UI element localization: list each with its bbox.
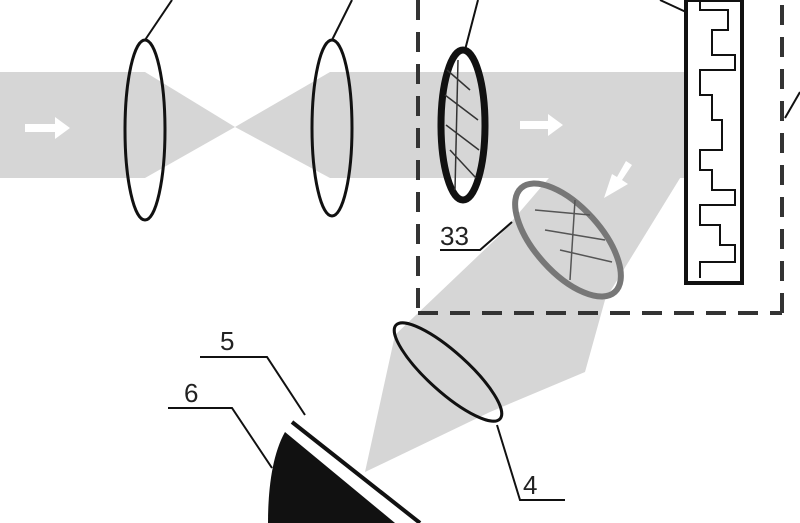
label-33: 33 xyxy=(440,221,469,251)
sample-surface-5 xyxy=(290,420,422,523)
enclosure-leader xyxy=(784,91,800,119)
dashed-enclosure xyxy=(416,0,784,315)
right-arrow-icon xyxy=(520,114,563,136)
light-beams xyxy=(0,72,685,472)
lens-two xyxy=(310,0,354,218)
label-4-leader xyxy=(496,424,565,501)
focusing-beam xyxy=(365,235,605,472)
label-5-leader xyxy=(200,356,306,416)
label-4: 4 xyxy=(523,470,537,500)
substrate-6 xyxy=(268,432,395,523)
right-arrow-icon xyxy=(25,117,70,139)
down-left-arrow-icon xyxy=(604,161,632,198)
label-5: 5 xyxy=(220,326,234,356)
lens-one xyxy=(123,0,173,222)
reflective-element xyxy=(659,0,744,285)
mask-filter-33 xyxy=(512,180,624,300)
inline-filter xyxy=(437,0,489,204)
input-beam xyxy=(0,72,235,178)
label-6: 6 xyxy=(184,378,198,408)
label-6-leader xyxy=(168,407,273,469)
label-33-leader xyxy=(440,221,513,251)
objective-lens-4 xyxy=(392,321,504,423)
